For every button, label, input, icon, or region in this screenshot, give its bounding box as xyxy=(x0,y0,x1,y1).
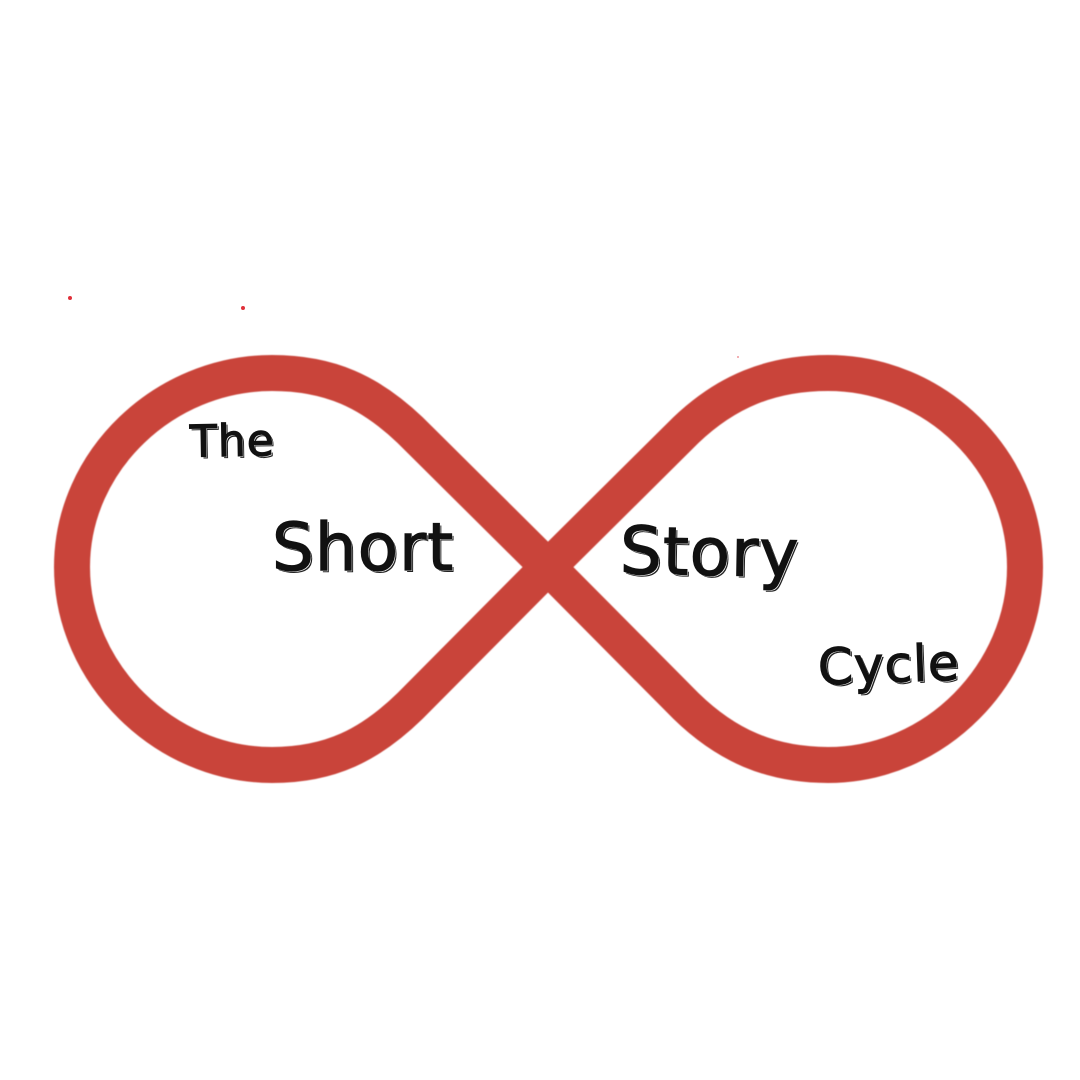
red-speck xyxy=(68,296,72,300)
red-speck xyxy=(241,306,245,310)
logo-word-story: Story xyxy=(619,512,801,593)
logo-word-cycle: Cycle xyxy=(816,633,961,697)
logo-word-the: The xyxy=(189,415,276,469)
logo-word-short: Short xyxy=(271,509,455,586)
infinity-loop xyxy=(54,355,1043,783)
red-speck xyxy=(737,356,739,358)
